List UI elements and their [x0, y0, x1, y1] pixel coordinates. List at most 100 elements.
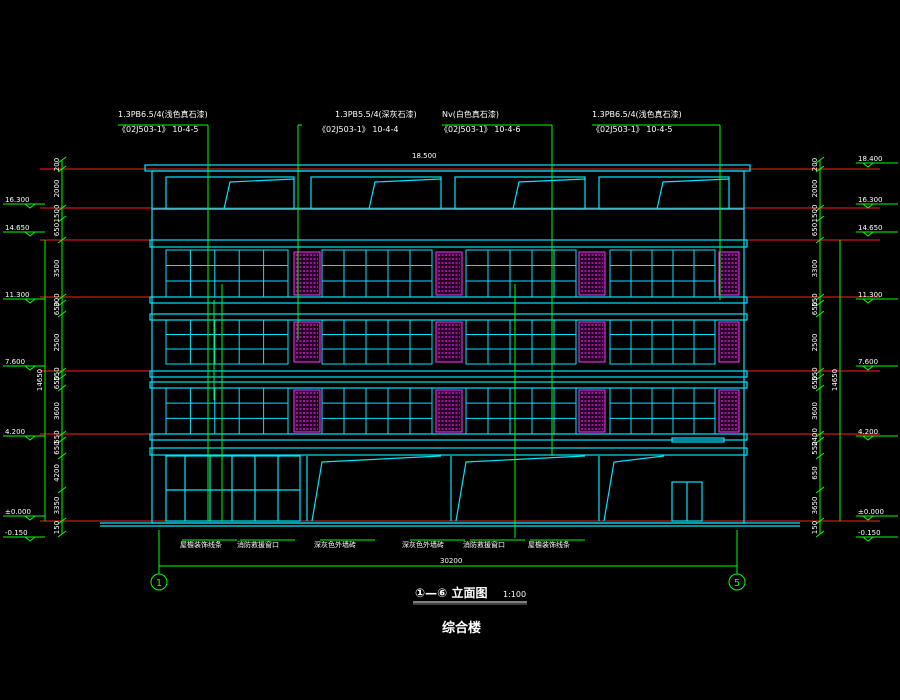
- axis-1: 1: [150, 573, 168, 591]
- level-triangle: [862, 536, 874, 542]
- panel-0-2: [578, 251, 606, 296]
- callout-1: 1.3PB6.5/4(浅色真石漆) 《02J503-1》 10-4-5: [118, 109, 208, 134]
- dim-label: 550: [811, 367, 819, 380]
- level-value: -0.150: [858, 529, 881, 537]
- panel-frame: [435, 251, 463, 296]
- callout-1-spec: 1.3PB6.5/4(浅色真石漆): [118, 109, 208, 119]
- window-2-2: [465, 387, 577, 435]
- callout-4: 1.3PB6.5/4(浅色真石漆) 《02J503-1》 10-4-5: [592, 109, 682, 134]
- level-tag: 11.300: [856, 291, 898, 304]
- dim-tick: [57, 486, 67, 494]
- dim-label: 3500: [53, 260, 61, 278]
- dim-tick: [815, 299, 825, 307]
- floor-band-3: [149, 370, 748, 378]
- callout-leaders: [118, 124, 738, 574]
- callout-2-ref: 《02J503-1》 10-4-4: [318, 125, 398, 134]
- dim-label: 650: [53, 223, 61, 236]
- level-value: 18.400: [858, 155, 883, 163]
- level-tag: 4.200: [3, 428, 45, 441]
- window-frame: [465, 249, 577, 298]
- left-dim-chain: 2002000150065035003006502500550650360055…: [53, 156, 67, 538]
- dim-tick: [815, 165, 825, 173]
- window-frame: [609, 249, 716, 298]
- parapet-slope-2: [512, 178, 586, 210]
- level-triangle: [24, 231, 36, 237]
- building-outline: [100, 164, 800, 527]
- ground-slope-0: [311, 455, 442, 522]
- level-value: 4.200: [858, 428, 878, 436]
- callout-3-ref: 《02J503-1》 10-4-6: [440, 125, 520, 134]
- top-level-label: 18.500: [412, 152, 437, 160]
- level-value: 14.650: [858, 224, 883, 232]
- level-triangle: [24, 435, 36, 441]
- panel-frame: [435, 389, 463, 433]
- window-1-1: [321, 319, 433, 365]
- level-value: 7.600: [858, 358, 878, 366]
- panel-0-1: [435, 251, 463, 296]
- dim-tick: [815, 486, 825, 494]
- level-triangle: [24, 515, 36, 521]
- level-triangle: [862, 203, 874, 209]
- dim-label: 650: [53, 302, 61, 315]
- panel-1-1: [435, 321, 463, 363]
- callout-4-spec: 1.3PB6.5/4(浅色真石漆): [592, 109, 682, 119]
- dim-label: 4200: [53, 464, 61, 482]
- dim-tick: [57, 517, 67, 525]
- dim-tick: [57, 452, 67, 460]
- dim-label: 650: [811, 223, 819, 236]
- level-tag: 16.300: [3, 196, 45, 209]
- level-tag: ±0.000: [856, 508, 898, 521]
- dim-label: 200: [53, 158, 61, 171]
- window-2-0: [165, 387, 289, 435]
- ground-slope-1: [455, 455, 586, 522]
- level-tag: 7.600: [3, 358, 45, 371]
- dim-tick: [57, 215, 67, 223]
- window-1-3: [609, 319, 716, 365]
- dim-label: 2400: [811, 428, 819, 446]
- level-tag: 18.400: [856, 155, 898, 168]
- panel-2-3: [718, 389, 740, 433]
- floor-band-1: [149, 296, 748, 304]
- dim-tick: [57, 299, 67, 307]
- level-value: 11.300: [5, 291, 30, 299]
- dim-tick: [57, 236, 67, 244]
- dim-label: 2500: [811, 334, 819, 352]
- bottom-note-4: 深灰色外墙砖: [402, 540, 444, 549]
- right-level-tags: 18.400 16.300 14.650 11.300 7.600 4.200 ±0.000…: [856, 155, 898, 542]
- level-triangle: [24, 298, 36, 304]
- dim-tick: [815, 310, 825, 318]
- callout-1-ref: 《02J503-1》 10-4-5: [118, 125, 198, 134]
- bottom-note-1: 屋檐装饰线条: [180, 540, 222, 549]
- panel-frame: [718, 321, 740, 363]
- level-triangle: [862, 515, 874, 521]
- level-triangle: [862, 231, 874, 237]
- callout-3-spec: Nv(白色真石漆): [442, 109, 499, 119]
- left-total-dim: 14650: [36, 240, 46, 521]
- level-tag: 16.300: [856, 196, 898, 209]
- level-value: ±0.000: [858, 508, 884, 516]
- window-frame: [465, 387, 577, 435]
- floor-band-4: [149, 381, 748, 389]
- panel-frame: [718, 251, 740, 296]
- dim-tick: [815, 367, 825, 375]
- dim-tick: [815, 517, 825, 525]
- panel-1-3: [718, 321, 740, 363]
- level-triangle: [862, 435, 874, 441]
- window-frame: [165, 387, 289, 435]
- dim-tick: [815, 452, 825, 460]
- axis-5-label: 5: [734, 578, 740, 589]
- level-triangle: [24, 203, 36, 209]
- dim-tick: [815, 384, 825, 392]
- panel-2-1: [435, 389, 463, 433]
- axis-5: 5: [728, 573, 746, 591]
- dim-tick: [815, 293, 825, 301]
- dim-label: 1500: [811, 205, 819, 223]
- dim-tick: [57, 436, 67, 444]
- dim-label: 650: [811, 302, 819, 315]
- dim-tick: [815, 530, 825, 538]
- panel-frame: [578, 321, 606, 363]
- window-2-1: [321, 387, 433, 435]
- panel-frame: [435, 321, 463, 363]
- dim-tick: [57, 384, 67, 392]
- floor-band-5: [149, 433, 748, 441]
